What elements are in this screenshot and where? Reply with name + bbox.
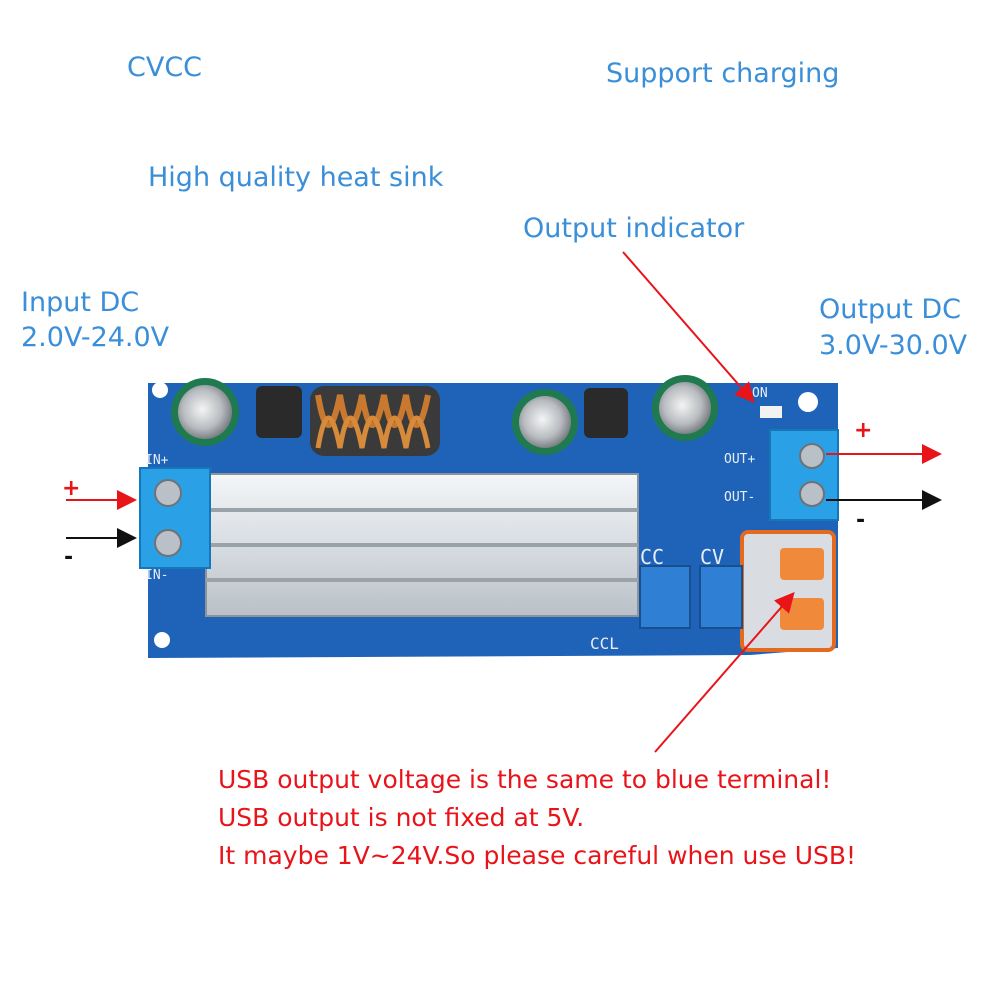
usb-warning-line-2: USB output is not fixed at 5V.: [218, 803, 585, 832]
coil-inductor: [310, 386, 440, 456]
inductor-small-right: [584, 388, 628, 438]
input-plus-sign: +: [62, 476, 81, 501]
silk-out-minus: OUT-: [724, 490, 756, 505]
silk-in-plus: IN+: [145, 453, 169, 468]
input-dc-range: 2.0V-24.0V: [21, 322, 170, 353]
silk-ccl: CCL: [590, 634, 619, 653]
output-terminal: [769, 429, 839, 521]
capacitor-right: [652, 375, 718, 441]
input-minus-sign: -: [64, 545, 74, 570]
support-charging-label: Support charging: [606, 58, 840, 89]
output-plus-sign: +: [854, 418, 873, 443]
usb-warning-line-3: It maybe 1V~24V.So please careful when u…: [218, 841, 857, 870]
silk-cv: CV: [700, 545, 725, 569]
input-terminal: [139, 467, 211, 569]
heat-sink-label: High quality heat sink: [148, 162, 444, 193]
silk-out-plus: OUT+: [724, 452, 756, 467]
output-minus-sign: -: [856, 508, 866, 533]
inductor-small-left: [256, 386, 302, 438]
usb-warning-line-1: USB output voltage is the same to blue t…: [218, 765, 832, 794]
silk-in-minus: IN-: [145, 568, 169, 583]
potentiometer-cc: [639, 565, 691, 629]
output-dc-range: 3.0V-30.0V: [819, 330, 968, 361]
cvcc-label: CVCC: [127, 52, 203, 83]
input-dc-title: Input DC: [21, 287, 140, 318]
indicator-pointer-arrow: [622, 251, 755, 404]
potentiometer-cv: [699, 565, 743, 629]
output-indicator-label: Output indicator: [523, 213, 745, 244]
silk-on: ON: [752, 386, 768, 401]
usb-pointer-arrow: [654, 591, 795, 753]
silk-cc: CC: [640, 545, 665, 569]
output-indicator-led: [760, 406, 782, 418]
capacitor-left: [171, 378, 239, 446]
capacitor-middle: [512, 389, 578, 455]
usb-port: [740, 530, 836, 652]
output-dc-title: Output DC: [819, 294, 962, 325]
heat-sink: [205, 473, 639, 617]
